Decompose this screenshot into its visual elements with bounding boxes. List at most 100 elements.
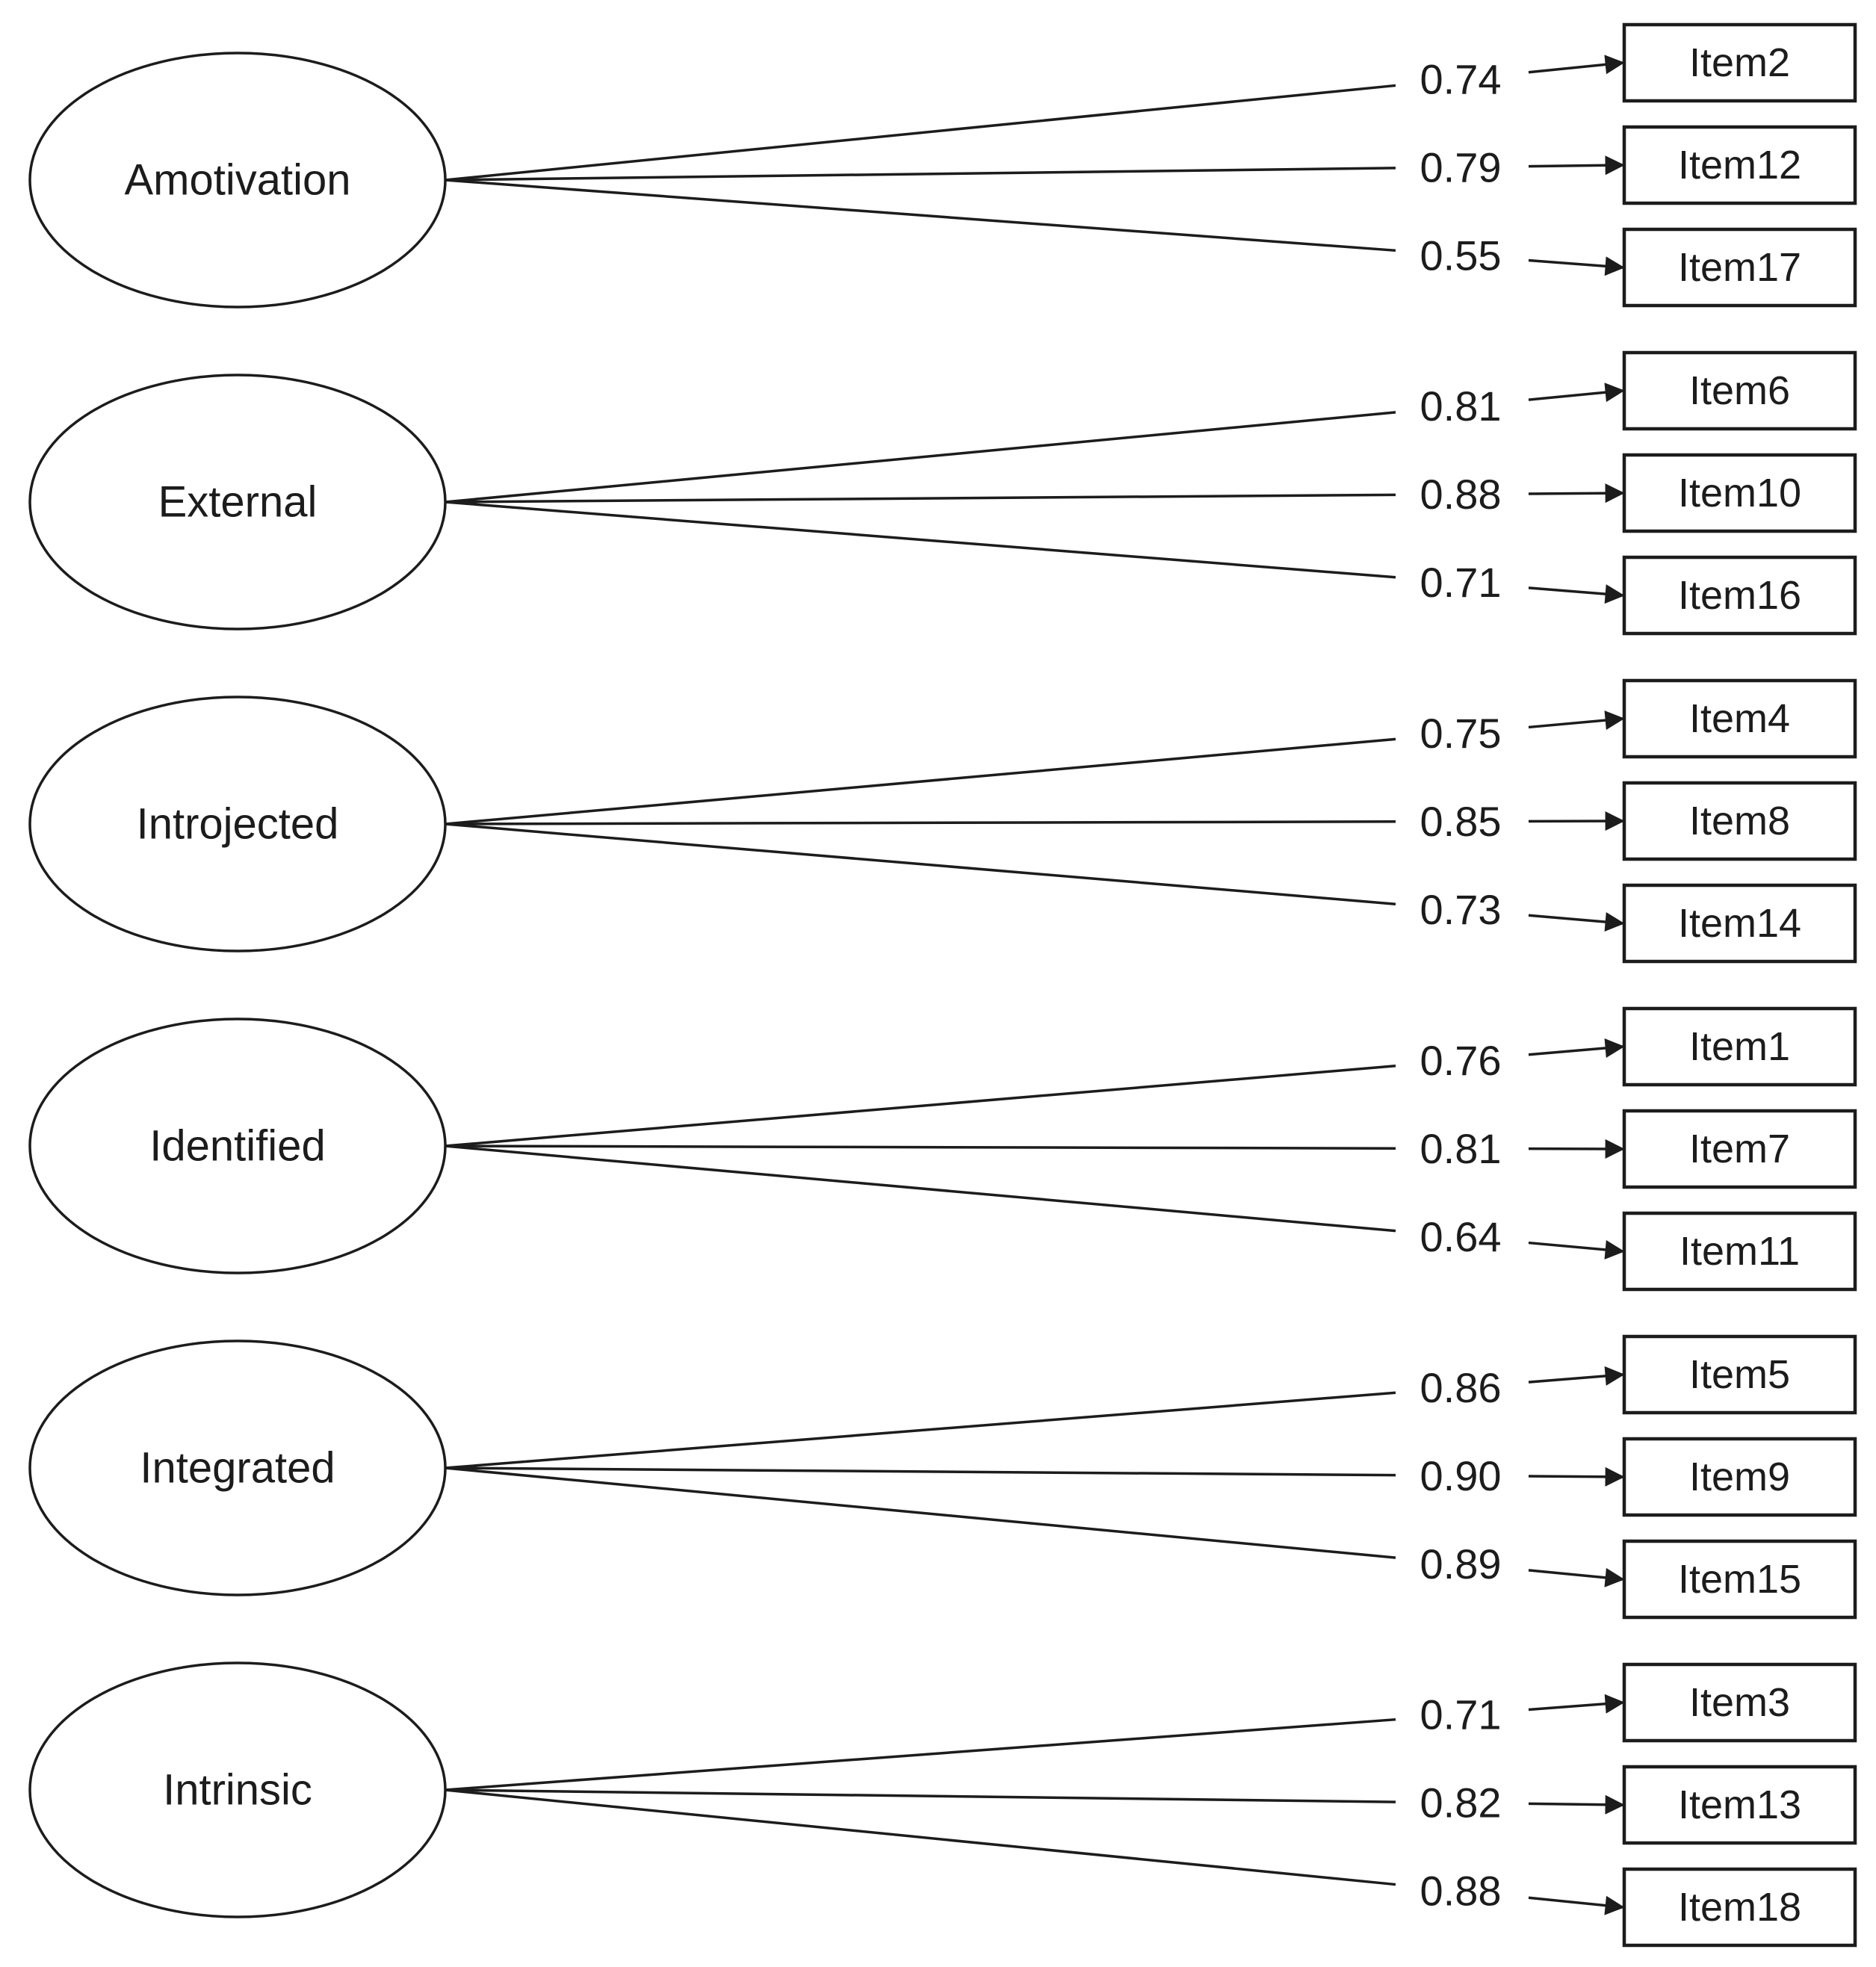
factor-group: Intrinsic 0.71 Item3 0.82 Item13 0.88 Item18: [28, 1661, 1857, 1948]
factor-label: Identified: [149, 1122, 325, 1171]
arrow-line: [1528, 1466, 1625, 1487]
path-line: [445, 1788, 1396, 1803]
item-label: Item2: [1689, 40, 1790, 85]
item-label: Item17: [1678, 245, 1801, 290]
loading-value: 0.74: [1420, 55, 1502, 102]
factor-group: External 0.81 Item6 0.88 Item10 0.71 Item16: [28, 350, 1857, 636]
arrow-line: [1528, 382, 1625, 403]
item-label: Item6: [1689, 368, 1790, 413]
item-label: Item8: [1689, 799, 1790, 843]
item-label: Item16: [1678, 573, 1801, 618]
path-line: [445, 823, 1396, 905]
path-line: [445, 820, 1396, 825]
arrow-line: [1528, 1366, 1625, 1386]
factor-group: Integrated 0.86 Item5 0.90 Item9 0.89 Item15: [28, 1334, 1857, 1620]
item-label: Item1: [1689, 1024, 1790, 1069]
factor-group: Amotivation 0.74 Item2 0.79 Item12 0.55 Item17: [28, 22, 1857, 309]
arrow-line: [1528, 584, 1625, 604]
item-label: Item14: [1678, 901, 1801, 946]
item-box: [1622, 1867, 1857, 1948]
factor-label: Introjected: [137, 800, 339, 849]
item-box: [1622, 678, 1857, 759]
item-label: Item4: [1689, 696, 1790, 741]
item-box: [1622, 453, 1857, 533]
item-box: [1622, 1109, 1857, 1189]
item-box: [1622, 227, 1857, 308]
item-label: Item10: [1678, 471, 1801, 515]
path-line: [445, 493, 1396, 504]
arrow-line: [1528, 1694, 1625, 1714]
item-box: [1622, 1765, 1857, 1845]
loading-value: 0.81: [1420, 1125, 1502, 1172]
item-label: Item12: [1678, 143, 1801, 188]
loading-value: 0.71: [1420, 559, 1502, 606]
factor-group: Introjected 0.75 Item4 0.85 Item8 0.73 Item14: [28, 678, 1857, 964]
arrow-line: [1528, 1038, 1625, 1058]
item-label: Item7: [1689, 1127, 1790, 1171]
factor-label: Amotivation: [124, 156, 350, 205]
factor-label: Intrinsic: [163, 1766, 312, 1815]
item-label: Item5: [1689, 1352, 1790, 1397]
path-line: [445, 1391, 1396, 1469]
item-box: [1622, 1006, 1857, 1087]
arrow-line: [1528, 55, 1625, 75]
path-line: [445, 1466, 1396, 1477]
path-line: [445, 179, 1396, 253]
path-line: [445, 1144, 1396, 1233]
item-box: [1622, 1662, 1857, 1743]
arrow-line: [1528, 912, 1625, 932]
path-line: [445, 1144, 1396, 1150]
factor-label: External: [158, 478, 318, 527]
path-line: [445, 1466, 1396, 1559]
path-line: [445, 167, 1396, 182]
item-box: [1622, 22, 1857, 103]
arrow-line: [1528, 256, 1625, 276]
loading-value: 0.89: [1420, 1540, 1502, 1587]
item-label: Item9: [1689, 1455, 1790, 1499]
item-box: [1622, 350, 1857, 431]
loading-value: 0.88: [1420, 471, 1502, 518]
arrow-line: [1528, 1794, 1625, 1815]
arrow-line: [1528, 710, 1625, 731]
path-line: [445, 1717, 1396, 1791]
loading-value: 0.75: [1420, 710, 1502, 757]
factor-label: Integrated: [140, 1444, 335, 1493]
loading-value: 0.79: [1420, 143, 1502, 190]
arrow-line: [1528, 155, 1625, 176]
path-line: [445, 1788, 1396, 1886]
loading-value: 0.82: [1420, 1779, 1502, 1827]
item-box: [1622, 125, 1857, 205]
item-label: Item3: [1689, 1680, 1790, 1725]
loading-value: 0.88: [1420, 1868, 1502, 1915]
path-line: [445, 737, 1396, 825]
item-label: Item18: [1678, 1885, 1801, 1930]
loading-value: 0.71: [1420, 1691, 1502, 1738]
item-box: [1622, 555, 1857, 636]
loading-value: 0.76: [1420, 1037, 1502, 1084]
item-label: Item15: [1678, 1557, 1801, 1602]
item-box: [1622, 781, 1857, 861]
item-box: [1622, 1437, 1857, 1517]
path-line: [445, 501, 1396, 579]
item-box: [1622, 1539, 1857, 1620]
loading-value: 0.86: [1420, 1364, 1502, 1411]
loading-value: 0.55: [1420, 232, 1502, 279]
item-label: Item13: [1678, 1782, 1801, 1827]
path-line: [445, 1065, 1396, 1147]
arrow-line: [1528, 1239, 1625, 1260]
path-line: [445, 411, 1396, 504]
factor-group: Identified 0.76 Item1 0.81 Item7 0.64 Item11: [28, 1006, 1857, 1292]
loading-value: 0.64: [1420, 1213, 1502, 1260]
arrow-line: [1528, 483, 1625, 504]
loading-value: 0.85: [1420, 798, 1502, 845]
item-box: [1622, 1211, 1857, 1292]
arrow-line: [1528, 1567, 1625, 1587]
item-box: [1622, 883, 1857, 964]
item-box: [1622, 1334, 1857, 1415]
loading-value: 0.81: [1420, 382, 1502, 430]
loading-value: 0.73: [1420, 886, 1502, 933]
loading-value: 0.90: [1420, 1452, 1502, 1499]
item-label: Item11: [1680, 1229, 1800, 1274]
